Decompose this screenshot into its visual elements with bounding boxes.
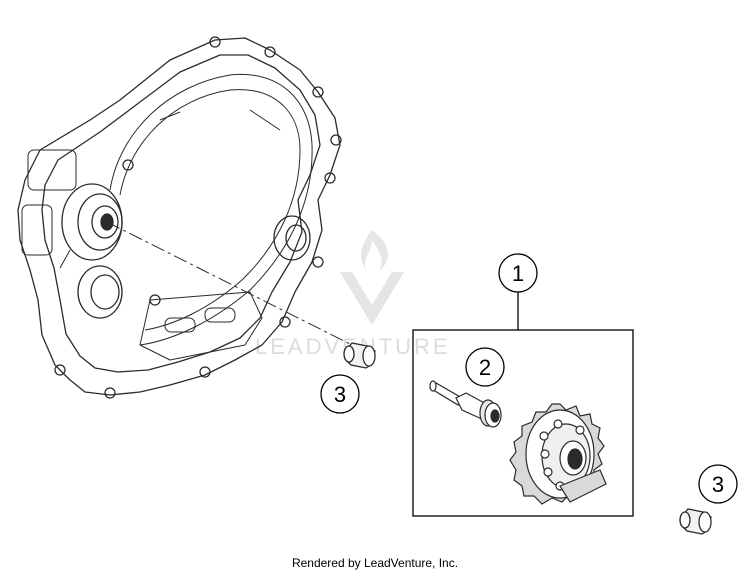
pump-gear[interactable] (509, 403, 607, 505)
callout-1[interactable]: 1 (498, 253, 538, 293)
callout-3a-label: 3 (334, 382, 346, 407)
callout-1-label: 1 (512, 261, 524, 286)
bushing-right[interactable] (679, 508, 712, 535)
kit-box (412, 329, 634, 517)
footer-credit: Rendered by LeadVenture, Inc. (291, 556, 459, 570)
callout-3a[interactable]: 3 (320, 374, 360, 414)
callout-3b[interactable]: 3 (698, 464, 738, 504)
callout-3b-label: 3 (712, 472, 724, 497)
assembly-centerline (106, 221, 353, 346)
watermark-v-logo (340, 272, 404, 325)
callout-2[interactable]: 2 (465, 347, 505, 387)
watermark-flame-icon (361, 230, 388, 272)
callout-2-label: 2 (479, 355, 491, 380)
leadventure-watermark: LEADVENTURE (255, 230, 448, 359)
pump-shaft[interactable] (428, 380, 502, 428)
bushing-left[interactable] (343, 342, 376, 369)
